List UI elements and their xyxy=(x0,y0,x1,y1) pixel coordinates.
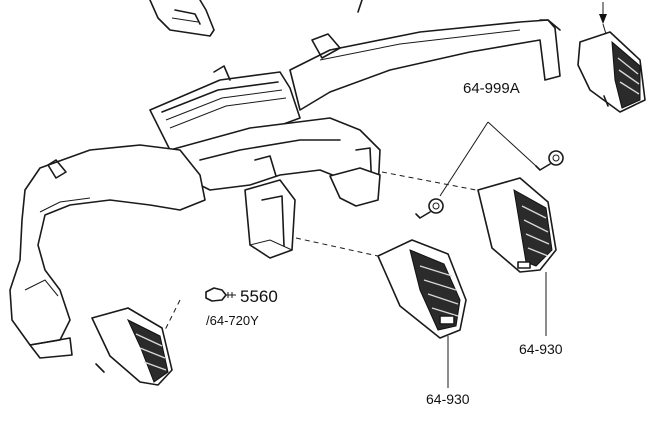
callout-right-vent-part-number: 64-930 xyxy=(519,341,563,357)
screw-icon xyxy=(205,287,236,302)
callout-leaders-vents xyxy=(447,272,547,388)
side-vent-left-bottom xyxy=(91,307,173,386)
center-vent-left xyxy=(377,239,467,339)
top-right-arrow xyxy=(599,2,607,24)
callout-screw-alt-part-number: /64-720Y xyxy=(206,313,259,328)
center-vent-right xyxy=(477,177,557,273)
push-clip-icon xyxy=(415,198,444,219)
callout-left-vent-part-number: 64-930 xyxy=(426,391,470,407)
side-vent-right-top xyxy=(577,23,646,113)
push-clip-icon xyxy=(535,150,564,171)
callout-screw-part-number: 5560 xyxy=(240,287,278,306)
callout-clip-part-number: 64-999A xyxy=(463,80,520,97)
callout-leaders-clip xyxy=(439,121,537,197)
heater-duct-assembly xyxy=(9,0,561,359)
top-left-fragment xyxy=(149,0,215,37)
